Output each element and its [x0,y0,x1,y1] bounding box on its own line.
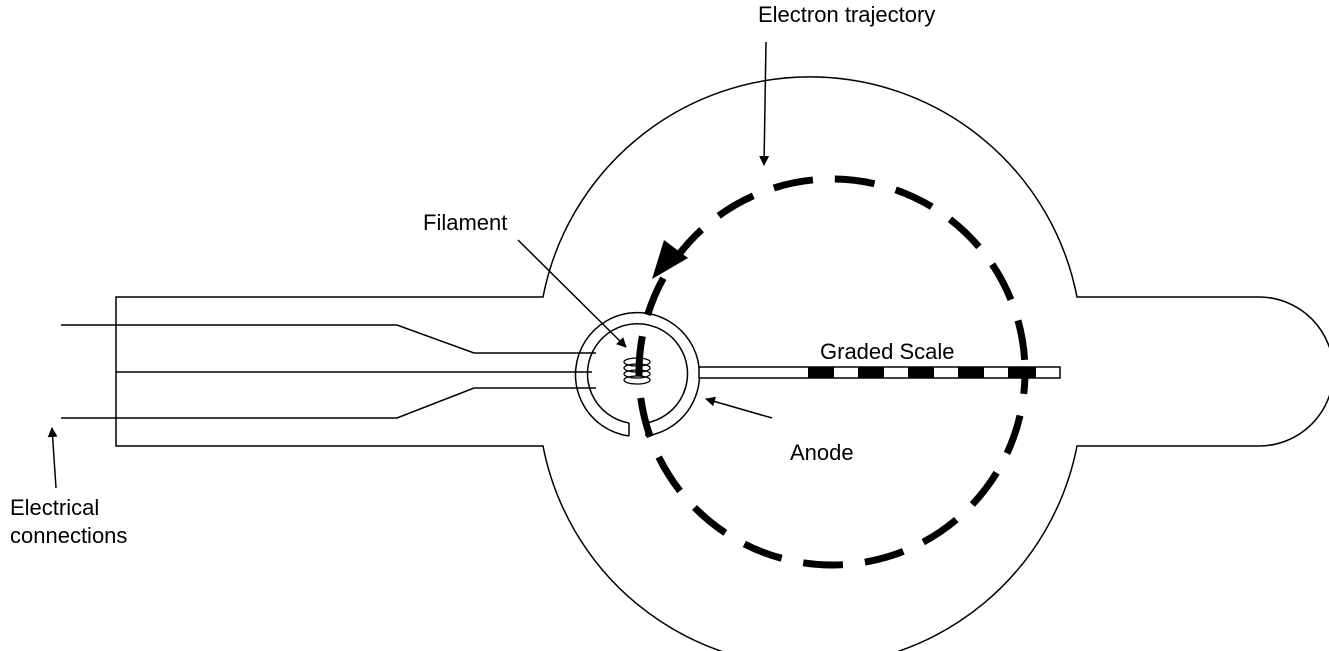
electrical-connections-label-line2: connections [10,523,128,548]
graded-scale-label: Graded Scale [820,339,955,364]
tube-outline [115,76,1329,651]
trajectory-direction-arrow [652,240,688,279]
scale-mark [908,367,934,378]
electron-trajectory-path [635,175,1029,569]
wire-top [61,324,596,354]
electron-trajectory-pointer [759,41,770,166]
filament-label: Filament [423,210,508,235]
electron-trajectory-label: Electron trajectory [758,2,936,27]
anode-label: Anode [790,440,854,465]
scale-mark [858,367,884,378]
filament-pointer [517,239,627,348]
anode-outer-arc [574,311,701,437]
electrical-connections-label: Electrical connections [10,494,127,550]
electrical-wires [61,324,596,419]
graded-scale [698,366,1061,379]
anode-pointer [705,396,773,419]
scale-mark [808,367,834,378]
electrical-connections-pointer [47,427,58,489]
wire-bottom [61,387,596,419]
scale-mark [958,367,984,378]
anode-inner-arc [586,323,689,424]
electrical-connections-label-line1: Electrical [10,495,100,520]
